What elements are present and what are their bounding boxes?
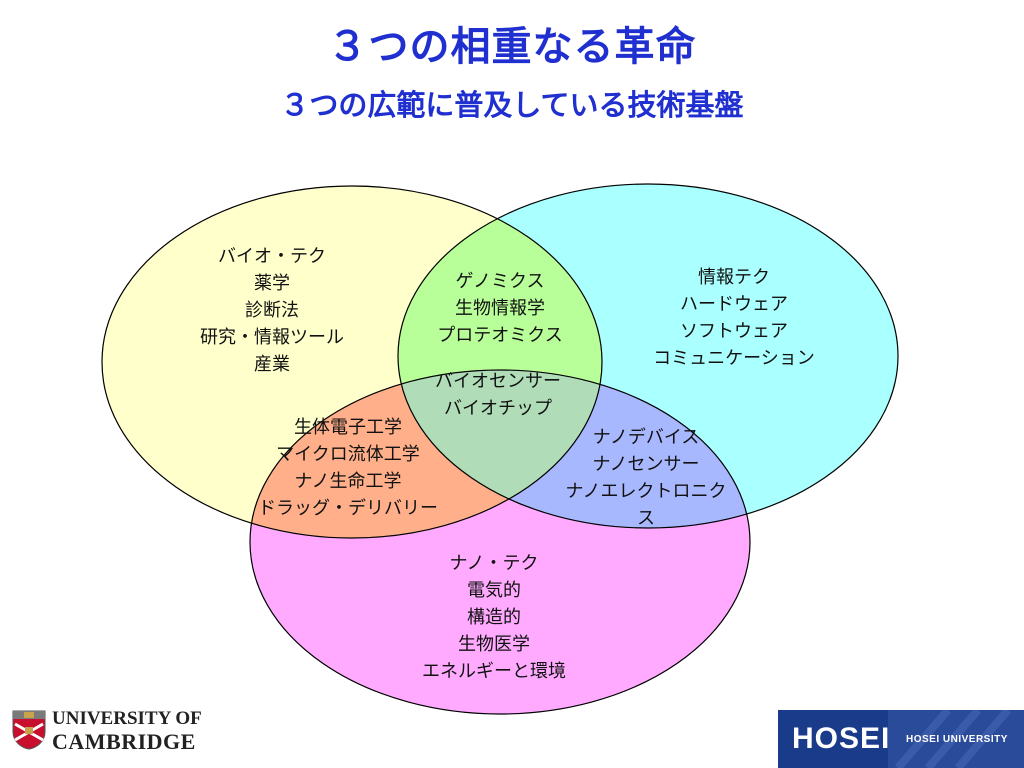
hosei-logo: HOSEI HOSEI UNIVERSITY: [778, 710, 1024, 768]
outline-nano: [249, 369, 751, 715]
cambridge-line2: CAMBRIDGE: [52, 729, 196, 754]
page-subtitle: ３つの広範に普及している技術基盤: [280, 88, 744, 122]
hosei-mark: HOSEI: [792, 722, 891, 755]
hosei-name: HOSEI UNIVERSITY: [906, 734, 1008, 745]
outline-info: [397, 183, 899, 529]
cambridge-shield-icon: [12, 710, 46, 750]
overlap-info-nano: [398, 370, 750, 528]
cambridge-logo: UNIVERSITY OF CAMBRIDGE: [12, 708, 232, 758]
cambridge-line1: UNIVERSITY OF: [52, 708, 202, 729]
outline-bio: [101, 185, 603, 539]
overlap-bio-nano: [250, 370, 602, 538]
hosei-background-pattern: [888, 710, 1024, 768]
page-title: ３つの相重なる革命: [327, 24, 697, 70]
